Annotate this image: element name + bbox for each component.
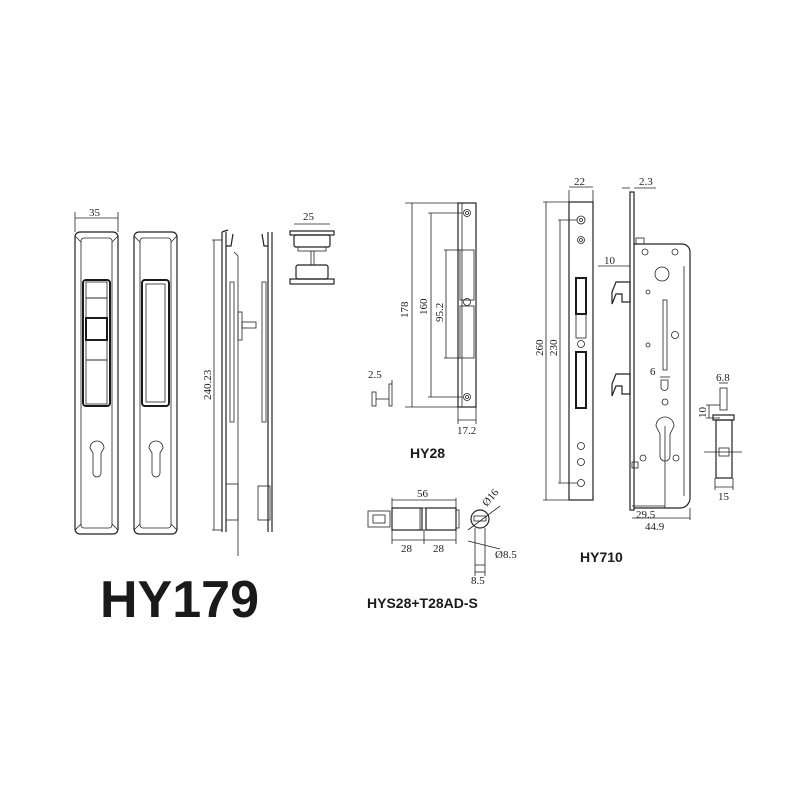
dim-hys28-shaft: 8.5 [471,575,485,587]
dim-hy710-faceplate: 2.3 [639,176,653,188]
hys28-cylinder: 56 28 28 [367,488,460,555]
product-label-hy710: HY710 [580,549,623,565]
dim-hys28-left: 28 [401,543,413,555]
dim-hy179-width: 35 [89,207,101,219]
dim-hy710-strike-width: 22 [574,176,585,188]
product-label-hy179: HY179 [100,571,259,629]
dim-hy710-backset: 29.5 [636,509,656,521]
dim-hys28-head: Ø16 [480,486,502,509]
hy710-strike-plate: 22 260 230 [534,176,594,501]
hy179-width-dimension: 35 [74,207,119,232]
hy710-hooks: 10 [598,255,631,397]
hy28-strike-plate [457,202,477,408]
hy28-screw: 2.5 [368,369,393,407]
dim-hy28-slot: 95.2 [434,303,446,322]
hy179-cylinder: 25 [289,211,335,285]
hy28-dimensions: 178 160 95.2 17.2 [399,202,477,437]
dim-hy28-screw: 2.5 [368,369,382,381]
dim-hy179-cylinder: 25 [303,211,315,223]
dim-hy710-case: 44.9 [645,521,665,533]
dim-hy710-bolt-width: 6.8 [716,372,730,384]
dim-hy710-strike-length: 260 [534,339,546,356]
dim-hy28-width: 17.2 [457,425,476,437]
dim-hy710-hook: 10 [604,255,616,267]
hy710-latch-bolt: 6.8 10 15 [697,372,742,503]
hy710-dimensions: 2.3 6 29.5 44.9 [622,176,691,533]
dim-hys28-shaft-dia: Ø8.5 [495,549,517,561]
product-label-hys28: HYS28+T28AD-S [367,595,478,611]
dim-hy28-holes: 160 [418,298,430,315]
hy179-side-view: 240.23 [202,229,273,556]
hy710-lock-body [629,191,691,511]
dim-hy710-slot: 6 [650,366,656,378]
dim-hy710-bolt-proj: 10 [697,407,709,419]
product-label-hy28: HY28 [410,445,445,461]
dim-hy28-height: 178 [399,301,411,318]
hy179-handle-back [133,231,178,535]
hys28-cam-profile: Ø16 Ø8.5 8.5 [467,486,517,587]
hy179-handle-front [74,231,119,535]
dim-hy710-bolt-body: 15 [718,491,730,503]
dim-hy710-strike-holes: 230 [548,339,560,356]
dim-hy179-length: 240.23 [202,369,214,400]
dim-hys28-right: 28 [433,543,445,555]
dim-hys28-length: 56 [417,488,429,500]
